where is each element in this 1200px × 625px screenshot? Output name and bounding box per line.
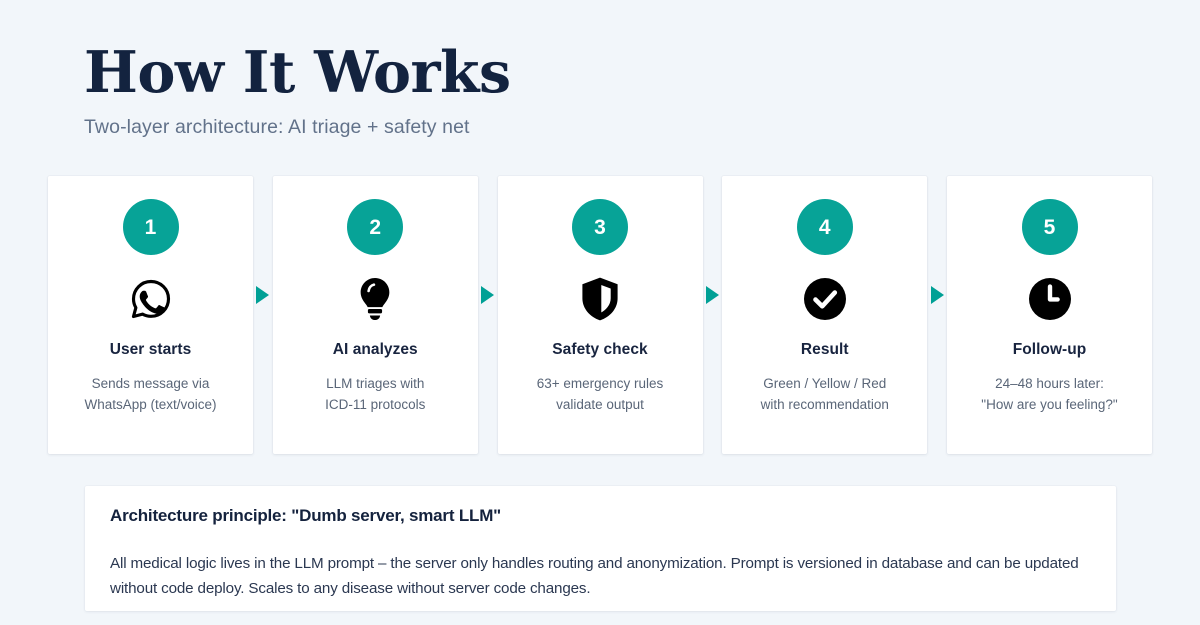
header: How It Works Two-layer architecture: AI … [84, 39, 984, 139]
step-number-badge-4: 4 [796, 199, 853, 255]
connector-4 [927, 176, 947, 454]
page-subtitle: Two-layer architecture: AI triage + safe… [84, 116, 470, 139]
step-description-3: 63+ emergency rules validate output [536, 376, 664, 412]
step-card-5[interactable]: 5 Follow-up 24–48 hours later: "How are … [947, 176, 1152, 454]
steps-row: 1 User starts Sends message via WhatsApp… [48, 176, 1152, 454]
step-description-5: 24–48 hours later: "How are you feeling?… [981, 376, 1118, 412]
check-circle-icon [803, 276, 847, 322]
step-description-4: Green / Yellow / Red with recommendation [760, 376, 889, 412]
step-title-4: Result [800, 341, 849, 358]
step-number-badge-1: 1 [122, 199, 179, 255]
whatsapp-icon [130, 276, 172, 322]
step-description-2: LLM triages with ICD-11 protocols [325, 376, 426, 412]
architecture-note-body: All medical logic lives in the LLM promp… [110, 555, 1079, 597]
step-title-2: AI analyzes [332, 341, 418, 358]
triangle-right-icon [930, 286, 944, 304]
step-card-3[interactable]: 3 Safety check 63+ emergency rules valid… [497, 176, 703, 454]
architecture-note-panel: Architecture principle: "Dumb server, sm… [85, 486, 1116, 611]
step-number-badge-3: 3 [572, 199, 628, 255]
step-title-5: Follow-up [1012, 341, 1087, 358]
connector-3 [703, 176, 723, 454]
triangle-right-icon [705, 286, 719, 304]
triangle-right-icon [256, 286, 270, 304]
step-card-2[interactable]: 2 AI analyzes LLM triages with ICD-11 pr… [272, 176, 478, 454]
connector-1 [253, 176, 273, 454]
step-number-badge-5: 5 [1021, 199, 1078, 255]
step-title-1: User starts [109, 341, 192, 358]
step-card-1[interactable]: 1 User starts Sends message via WhatsApp… [48, 176, 253, 454]
clock-icon [1028, 276, 1072, 322]
lightbulb-icon [355, 276, 395, 322]
connector-2 [478, 176, 498, 454]
page-title: How It Works [84, 39, 511, 106]
step-card-4[interactable]: 4 Result Green / Yellow / Red with recom… [722, 176, 928, 454]
step-description-1: Sends message via WhatsApp (text/voice) [84, 376, 217, 412]
shield-icon [579, 276, 621, 322]
step-title-3: Safety check [552, 341, 648, 358]
triangle-right-icon [481, 286, 495, 304]
architecture-note-title: Architecture principle: "Dumb server, sm… [110, 506, 502, 525]
step-number-badge-2: 2 [347, 199, 404, 255]
